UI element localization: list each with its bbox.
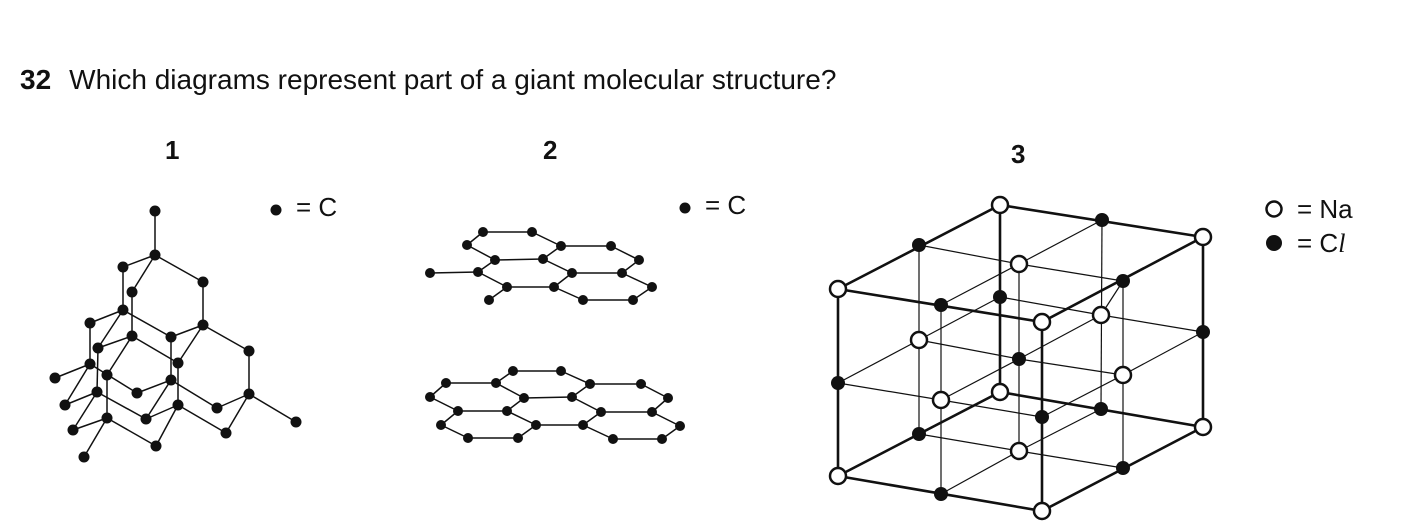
- nacl-sodium-ions: [828, 195, 1213, 521]
- graphite-bottom-atoms: [425, 366, 685, 444]
- diamond-atoms: [49, 205, 302, 463]
- legend-chlorine: = Cl: [1265, 226, 1353, 261]
- carbon-atom-icon: [679, 188, 691, 222]
- diagram-2-label: 2: [543, 135, 558, 165]
- chloride-ion-icon: [1265, 226, 1283, 260]
- diagram-2-legend: = C: [679, 188, 746, 222]
- legend-chlorine-label: = C: [1297, 228, 1339, 258]
- legend-sodium: = Na: [1265, 192, 1353, 226]
- graphite-top-atoms: [425, 227, 657, 305]
- diagram-1-label: 1: [165, 135, 180, 165]
- sodium-ion-icon: [1265, 192, 1283, 226]
- nacl-chloride-ions: [831, 213, 1210, 501]
- legend-carbon-label: = C: [705, 190, 747, 220]
- diagram-3-label: 3: [1011, 139, 1026, 169]
- diagram-3-legend: = Na = Cl: [1265, 192, 1353, 261]
- carbon-atom-icon: [270, 190, 282, 224]
- diamond-structure: [54, 211, 297, 458]
- question-text: Which diagrams represent part of a giant…: [69, 64, 837, 95]
- legend-sodium-label: = Na: [1297, 194, 1353, 224]
- diagram-1-legend: = C: [270, 190, 337, 224]
- question: 32 Which diagrams represent part of a gia…: [20, 60, 836, 100]
- legend-carbon-label: = C: [296, 192, 338, 222]
- question-number: 32: [20, 64, 52, 95]
